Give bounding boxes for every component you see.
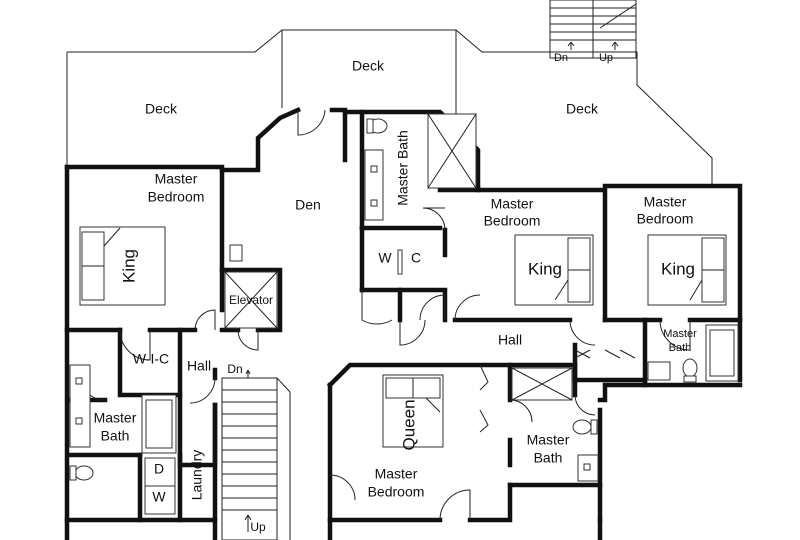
master-bedroom-right-label-2: Bedroom — [637, 211, 694, 227]
master-bedroom-bottom-label-1: Master — [375, 466, 418, 482]
king-left-label: King — [119, 249, 138, 283]
master-bath-left-label-1: Master — [94, 410, 137, 426]
wc-w-label: W — [378, 250, 392, 266]
deck-center-label: Deck — [352, 58, 385, 74]
king-right-label: King — [661, 259, 695, 278]
master-bath-small-label-2: Bath — [669, 342, 692, 354]
dryer-label: D — [154, 461, 164, 477]
master-bedroom-bottom-label-2: Bedroom — [368, 484, 425, 500]
master-bath-small-label-1: Master — [663, 328, 697, 340]
wc-c-label: C — [411, 250, 421, 266]
master-bath-bottom-label-2: Bath — [534, 450, 563, 466]
master-bedroom-left-label-2: Bedroom — [148, 189, 205, 205]
walls — [64, 107, 743, 540]
deck-right-label: Deck — [566, 101, 599, 117]
master-bedroom-center-label-2: Bedroom — [484, 213, 541, 229]
room-labels: Deck Deck Deck Dn Up Master Bedroom King… — [94, 52, 698, 534]
laundry-label: Laundry — [189, 450, 205, 501]
deck-outlines — [66, 29, 713, 186]
master-bedroom-center-label-1: Master — [491, 196, 534, 212]
stairs-dn-label: Dn — [227, 362, 242, 376]
top-stairs — [549, 0, 637, 59]
hall-right-label: Hall — [498, 332, 522, 348]
master-bath-top-label: Master Bath — [395, 130, 411, 205]
hall-left-label: Hall — [187, 358, 211, 374]
wic-label: W-I-C — [133, 351, 169, 367]
stairs-up-label: Up — [250, 520, 266, 534]
master-bath-left-label-2: Bath — [101, 428, 130, 444]
king-center-label: King — [528, 259, 562, 278]
washer-label: W — [152, 489, 166, 505]
queen-label: Queen — [399, 399, 418, 450]
deck-left-label: Deck — [145, 101, 178, 117]
top-stairs-up-label: Up — [599, 52, 613, 64]
master-bath-bottom-label-1: Master — [527, 432, 570, 448]
fixtures — [69, 113, 739, 540]
den-label: Den — [295, 197, 321, 213]
top-stairs-dn-label: Dn — [554, 52, 568, 64]
master-bedroom-right-label-1: Master — [644, 194, 687, 210]
elevator-label: Elevator — [229, 293, 273, 307]
master-bedroom-left-label-1: Master — [155, 171, 198, 187]
